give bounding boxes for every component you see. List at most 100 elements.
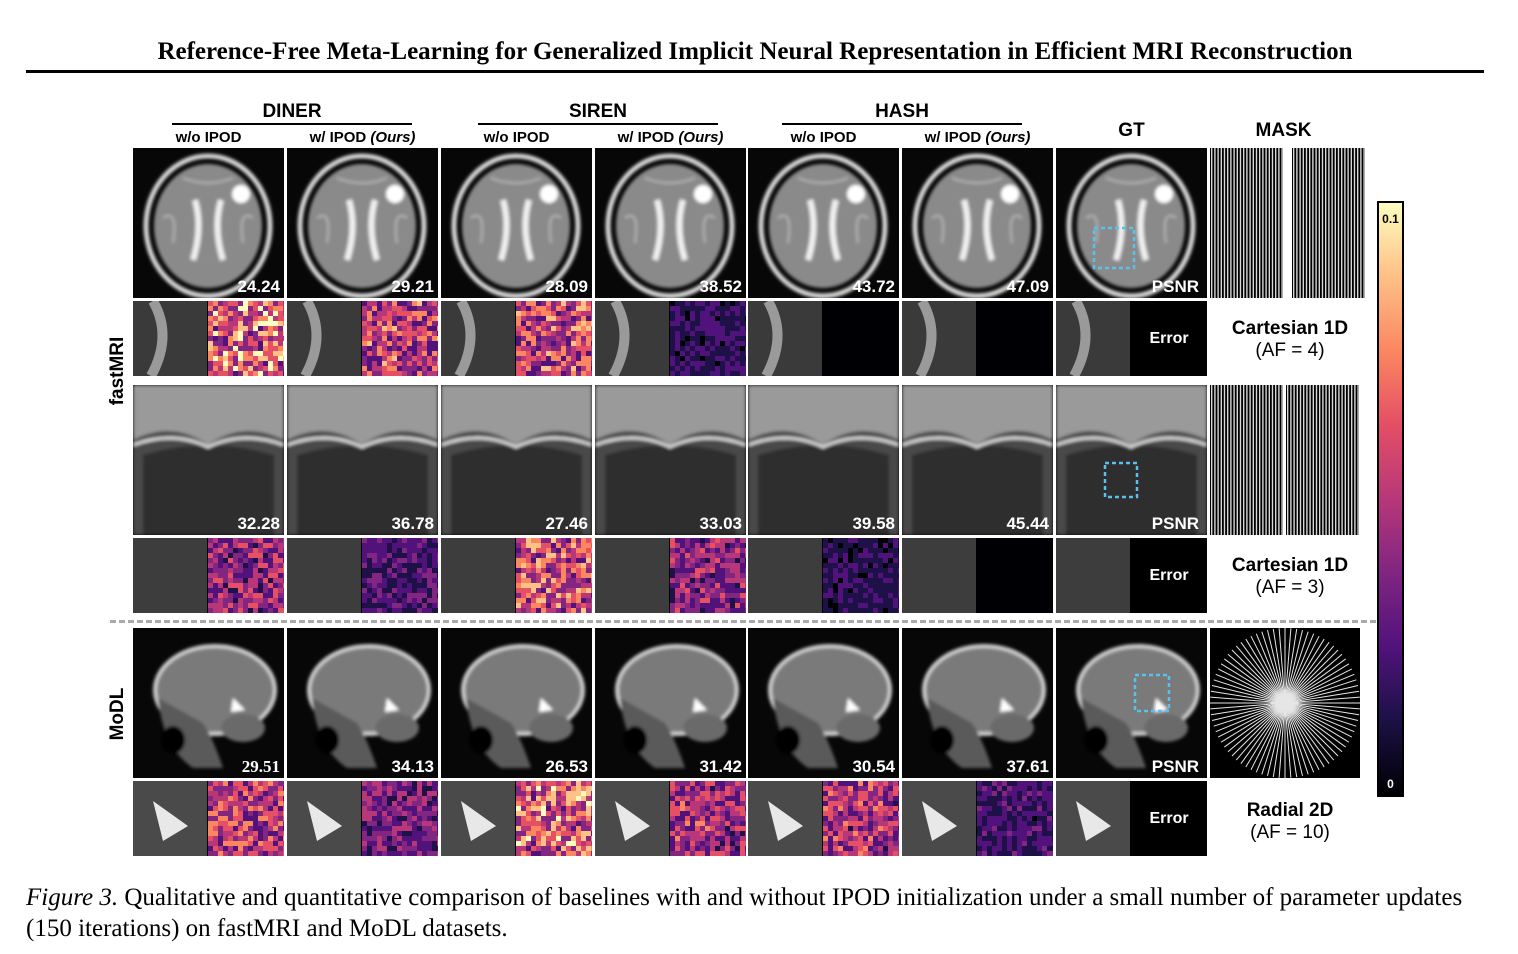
dataset-label-modl: MoDL: [107, 687, 128, 741]
lesion: [1155, 185, 1173, 203]
cerebrum: [153, 644, 277, 736]
mask-type-label: Cartesian 1D: [1231, 318, 1349, 339]
skull-outline: [1066, 153, 1196, 298]
mri-image: [451, 153, 581, 298]
reconstruction-image: 27.46: [441, 385, 592, 535]
error-map: [823, 538, 899, 613]
zoom-gray: [133, 781, 207, 856]
mri-image: [461, 644, 585, 768]
lesion: [539, 698, 553, 712]
sulci: [162, 177, 254, 244]
femur: [595, 385, 746, 445]
ventricles: [959, 199, 995, 261]
zoom-crop: [902, 301, 1053, 376]
mri-image: [768, 644, 892, 768]
zoom-gray: [595, 538, 669, 613]
mri-image: [287, 385, 438, 535]
cartilage: [133, 436, 284, 449]
ventricles: [498, 199, 534, 261]
airway: [776, 726, 800, 754]
mask-label: Cartesian 1D(AF = 4): [1210, 318, 1370, 362]
sulci: [777, 177, 869, 244]
zoom-gray-image: [761, 301, 783, 376]
error-map: [516, 538, 592, 613]
error-map: [977, 781, 1053, 856]
error-map: [208, 538, 284, 613]
psnr-value: 47.09: [1006, 277, 1049, 296]
psnr-value: 31.42: [699, 757, 742, 776]
method-name: HASH: [875, 101, 929, 122]
subheader-text: w/ IPOD: [617, 129, 679, 146]
zoom-gray-image: [1076, 801, 1111, 841]
sampling-mask: [1210, 628, 1361, 778]
zoom-gray-image: [146, 301, 168, 376]
sulci: [470, 177, 562, 244]
reconstruction-image: 43.72: [748, 148, 899, 298]
acceleration-factor-label: (AF = 4): [1255, 340, 1325, 361]
tibia: [297, 445, 428, 535]
error-map-image: [208, 538, 284, 613]
acceleration-factor-label: (AF = 10): [1250, 822, 1330, 843]
mask-type-label: Cartesian 1D: [1231, 555, 1349, 576]
face: [927, 698, 992, 768]
skull-outline: [297, 153, 427, 298]
error-map-image: [362, 781, 438, 856]
mri-image: [1076, 644, 1200, 768]
zoom-gray-image: [615, 801, 650, 841]
airway: [930, 726, 954, 754]
mri-image: [1066, 153, 1196, 298]
zoom-gray: [595, 781, 669, 856]
error-map-image: [823, 781, 899, 856]
cartilage: [287, 436, 438, 449]
sampling-mask: [1210, 385, 1361, 535]
lesion: [540, 185, 558, 203]
caption-label: Figure 3.: [26, 884, 119, 911]
cartilage: [902, 436, 1053, 449]
subheader-text: w/ IPOD: [924, 129, 986, 146]
error-map: [516, 781, 592, 856]
error-map-image: [823, 301, 899, 376]
zoom-gray: [133, 538, 207, 613]
face: [1081, 698, 1146, 768]
error-map: [362, 538, 438, 613]
error-map-image: [516, 538, 592, 613]
mri-image: [153, 644, 277, 768]
zoom-crop: [441, 538, 592, 613]
zoom-crop: [902, 781, 1053, 856]
mri-image: [758, 153, 888, 298]
acceleration-factor-label: (AF = 3): [1255, 577, 1325, 598]
zoom-crop: [902, 538, 1053, 613]
psnr-value: 32.28: [237, 514, 280, 533]
psnr-value: 29.21: [391, 277, 434, 296]
zoom-crop: [287, 538, 438, 613]
skull-outline: [605, 153, 735, 298]
zoom-gray: [1056, 781, 1130, 856]
airway: [623, 726, 647, 754]
mri-image: [902, 385, 1053, 535]
zoom-crop: [287, 301, 438, 376]
subheader-siren-w: w/ IPOD (Ours): [595, 129, 746, 146]
subheader-diner-w: w/ IPOD (Ours): [287, 129, 438, 146]
face: [773, 698, 838, 768]
zoom-gray: [748, 538, 822, 613]
error-map-image: [208, 781, 284, 856]
skull-outline: [912, 153, 1042, 298]
skull-outline: [143, 153, 273, 298]
psnr-label: PSNR: [1151, 757, 1199, 776]
method-header-hash: HASH: [782, 101, 1022, 125]
subheader-diner-wo: w/o IPOD: [175, 129, 242, 146]
reconstruction-image: 30.54: [748, 628, 899, 778]
error-map-image: [362, 538, 438, 613]
error-label: Error: [1131, 301, 1207, 376]
zoom-crop: [441, 301, 592, 376]
zoom-gray-image: [1056, 538, 1130, 613]
error-map: [362, 301, 438, 376]
error-map-image: [516, 301, 592, 376]
zoom-gray: [441, 538, 515, 613]
zoom-gray-image: [915, 301, 937, 376]
title-rule: [26, 70, 1484, 73]
method-name: SIREN: [568, 101, 628, 122]
zoom-gray-image: [300, 301, 322, 376]
psnr-value: 33.03: [699, 514, 742, 533]
lesion: [846, 698, 860, 712]
